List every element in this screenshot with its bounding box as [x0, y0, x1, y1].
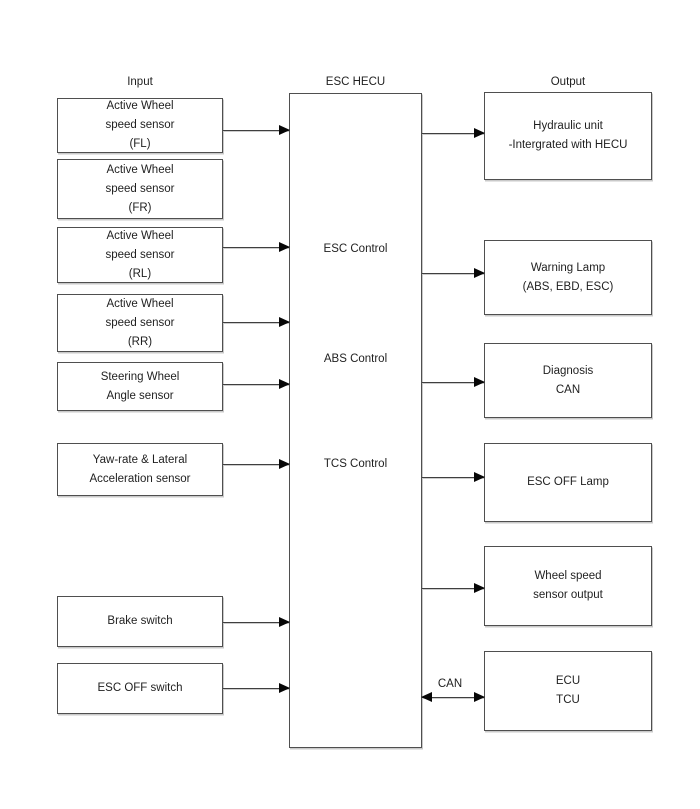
arrow-yaw-rate-to-hecu	[223, 459, 290, 469]
arrow-hecu-to-diagnosis-can	[422, 377, 485, 387]
input-box-steering-angle-sensor: Steering Wheel Angle sensor	[57, 362, 223, 411]
output-box-diagnosis-can: Diagnosis CAN	[484, 343, 652, 418]
arrow-wheel-speed-rl-to-hecu	[223, 242, 290, 252]
output-box-warning-lamp: Warning Lamp (ABS, EBD, ESC)	[484, 240, 652, 315]
arrow-hecu-to-esc-off-lamp	[422, 472, 485, 482]
abs-control-label: ABS Control	[323, 353, 388, 365]
input-box-wheel-speed-rr: Active Wheel speed sensor (RR)	[57, 294, 223, 352]
input-box-wheel-speed-fl: Active Wheel speed sensor (FL)	[57, 98, 223, 153]
arrow-hecu-to-wheel-speed-output	[422, 583, 485, 593]
input-column-header: Input	[127, 76, 153, 88]
input-box-wheel-speed-fr: Active Wheel speed sensor (FR)	[57, 159, 223, 219]
input-box-esc-off-switch: ESC OFF switch	[57, 663, 223, 714]
can-bus-label: CAN	[437, 678, 463, 690]
input-box-wheel-speed-rl: Active Wheel speed sensor (RL)	[57, 227, 223, 283]
tcs-control-label: TCS Control	[323, 458, 388, 470]
arrow-esc-off-switch-to-hecu	[223, 683, 290, 693]
input-box-brake-switch: Brake switch	[57, 596, 223, 647]
esc-control-label: ESC Control	[323, 243, 388, 255]
output-box-hydraulic-unit: Hydraulic unit -Intergrated with HECU	[484, 92, 652, 180]
arrow-hecu-to-warning-lamp	[422, 268, 485, 278]
output-box-esc-off-lamp: ESC OFF Lamp	[484, 443, 652, 522]
esc-hecu-header: ESC HECU	[325, 76, 386, 88]
arrow-hecu-to-hydraulic-unit	[422, 128, 485, 138]
arrow-wheel-speed-fl-to-hecu	[223, 125, 290, 135]
output-column-header: Output	[550, 76, 586, 88]
esc-hecu-box: ESC Control ABS Control TCS Control	[289, 93, 422, 748]
arrow-brake-switch-to-hecu	[223, 617, 290, 627]
arrow-can-bus-hecu-ecu-tcu	[421, 692, 485, 702]
output-box-wheel-speed-output: Wheel speed sensor output	[484, 546, 652, 626]
output-box-ecu-tcu: ECU TCU	[484, 651, 652, 731]
arrow-wheel-speed-rr-to-hecu	[223, 317, 290, 327]
input-box-yaw-rate-sensor: Yaw-rate & Lateral Acceleration sensor	[57, 443, 223, 496]
arrow-steering-angle-to-hecu	[223, 379, 290, 389]
